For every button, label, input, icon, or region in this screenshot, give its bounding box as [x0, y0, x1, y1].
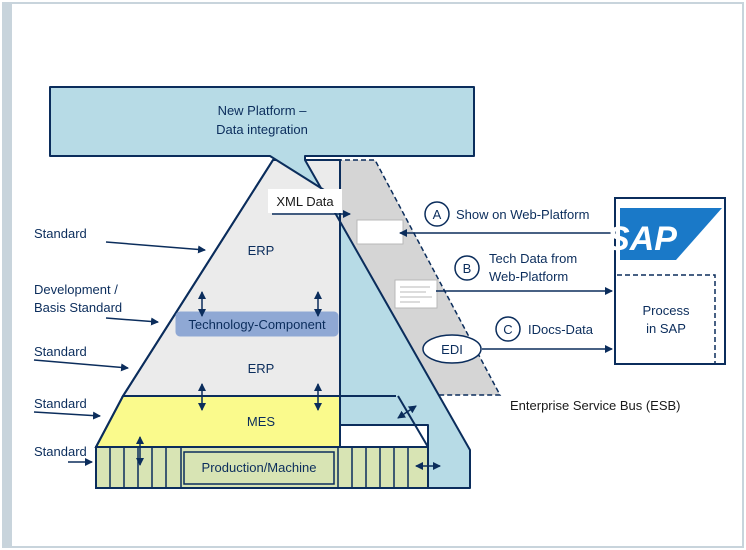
- erp-bottom-label: ERP: [248, 361, 275, 376]
- production-label: Production/Machine: [202, 460, 317, 475]
- step-b-label-line1: Tech Data from: [489, 251, 577, 266]
- platform-title-line2: Data integration: [216, 122, 308, 137]
- technology-component-box: [175, 311, 339, 337]
- left-label-development-2: Basis Standard: [34, 300, 122, 315]
- esb-label: Enterprise Service Bus (ESB): [510, 398, 681, 413]
- step-a-circle: [424, 201, 450, 227]
- left-label-standard-2: Standard: [34, 344, 87, 359]
- xml-data-label: XML Data: [276, 194, 334, 209]
- erp-top-label: ERP: [248, 243, 275, 258]
- step-a-label: Show on Web-Platform: [456, 207, 589, 222]
- document-thumbnail-2: [394, 279, 438, 309]
- sap-process-line2: in SAP: [646, 321, 686, 336]
- sap-process-dashed: [617, 274, 716, 364]
- step-a-letter: A: [433, 207, 442, 222]
- step-b-letter: B: [463, 261, 472, 276]
- platform-shape: [49, 86, 475, 489]
- production-bars: [109, 447, 409, 488]
- left-input-arrows: [33, 241, 206, 466]
- production-label-box: [183, 451, 335, 485]
- step-c-circle: [495, 316, 521, 342]
- edi-ellipse: [422, 334, 482, 364]
- left-border-bar: [3, 3, 12, 547]
- step-arrows: [399, 229, 613, 353]
- left-label-standard-3: Standard: [34, 396, 87, 411]
- step-c-label: IDocs-Data: [528, 322, 594, 337]
- step-b-label-line2: Web-Platform: [489, 269, 568, 284]
- mes-label: MES: [247, 414, 276, 429]
- document-thumbnail-1: [356, 219, 404, 245]
- internal-double-arrows: [136, 291, 441, 470]
- sap-logo-text: SAP: [607, 220, 677, 258]
- step-b-circle: [454, 255, 480, 281]
- step-c-letter: C: [503, 322, 512, 337]
- left-label-development-1: Development /: [34, 282, 118, 297]
- pyramid-mes: [94, 395, 341, 448]
- edi-label: EDI: [441, 342, 463, 357]
- left-label-standard-4: Standard: [34, 444, 87, 459]
- sap-process-line1: Process: [643, 303, 690, 318]
- sap-logo: [620, 208, 722, 260]
- left-label-standard-1: Standard: [34, 226, 87, 241]
- xml-label-box: [268, 189, 342, 213]
- platform-title-line1: New Platform –: [218, 103, 308, 118]
- document-thumbnail-lines: [400, 286, 432, 303]
- sap-registered-mark: ®: [686, 251, 692, 260]
- technology-component-label: Technology-Component: [188, 317, 326, 332]
